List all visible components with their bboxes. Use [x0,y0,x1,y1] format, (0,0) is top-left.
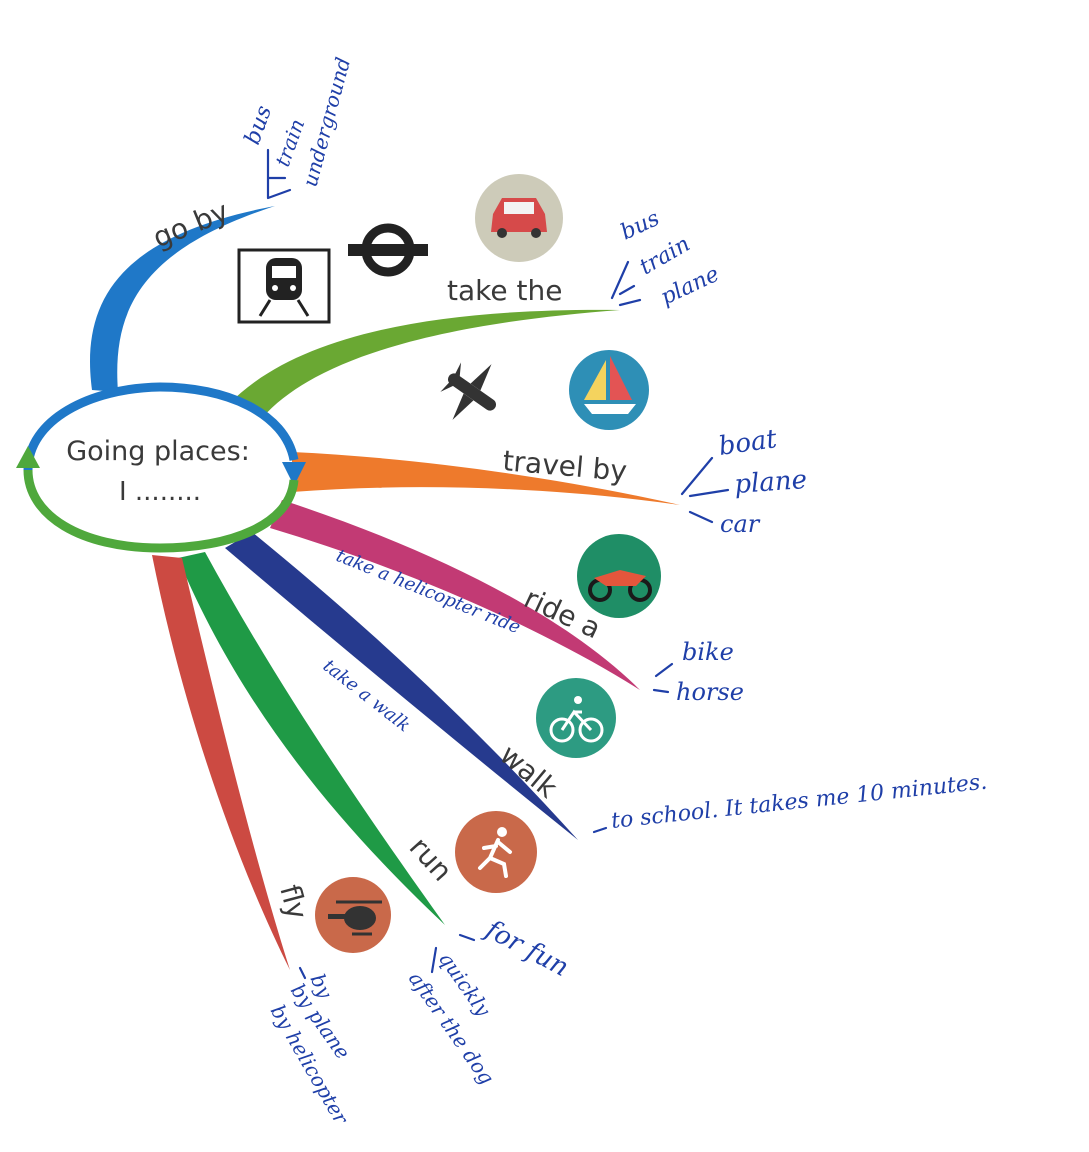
center-node: Going places: I ........ [16,382,306,553]
runner-icon [455,811,537,893]
label-take-the: take the [447,274,562,307]
branch-fly [152,555,290,970]
note-travel-by-3: car [720,510,761,538]
note-travel-by-2: plane [733,465,808,500]
notes-fly: by by plane by helicopter [266,966,355,1129]
note-travel-by-1: boat [717,424,779,462]
note-ride-a-1: bike [682,638,734,666]
train-icon [237,248,331,324]
note-go-by-3: underground [298,55,356,190]
notes-run: for fun quickly after the dog [404,914,574,1089]
notes-take-the: bus train plane [610,206,723,310]
helicopter-icon [315,877,391,953]
notes-walk: to school. It takes me 10 minutes. [592,770,988,834]
note-ride-a-2: horse [676,678,744,706]
airplane-icon [440,362,497,420]
branch-run [178,552,445,925]
branch-walk [225,532,578,840]
note-take-the-2: train [636,232,695,280]
label-go-by: go by [148,195,233,255]
branch-travel-by [292,452,680,505]
bicycle-icon [536,678,616,758]
notes-travel-by: boat plane car [680,424,808,538]
notes-go-by: bus train underground [240,55,356,200]
center-subtitle: I ........ [119,477,201,507]
branch-ride-a [270,500,640,690]
branch-take-the [228,309,620,418]
notes-ride-a: bike horse [652,638,744,706]
motorbike-icon [577,534,661,618]
note-run-1: for fun [479,914,574,983]
underground-roundel-icon [348,223,428,277]
note-go-by-1: bus [240,102,277,148]
sailboat-icon [569,350,649,430]
branch-go-by [90,206,276,392]
label-fly: fly [273,881,314,923]
note-walk-1: to school. It takes me 10 minutes. [610,770,988,834]
car-icon [475,174,563,262]
center-title: Going places: [66,436,250,467]
note-take-the-1: bus [617,206,663,245]
